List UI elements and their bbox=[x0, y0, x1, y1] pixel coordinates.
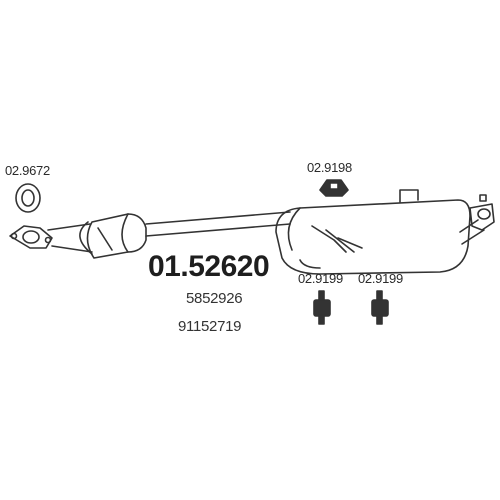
front-pipe bbox=[47, 221, 93, 255]
gasket-part-number: 02.9672 bbox=[5, 163, 50, 178]
rear-silencer bbox=[275, 189, 471, 275]
inlet-flange bbox=[9, 225, 53, 249]
tail-pipe bbox=[459, 194, 495, 245]
hanger-right-part-number: 02.9199 bbox=[358, 271, 403, 286]
oe-number-2: 91152719 bbox=[178, 318, 242, 335]
hanger-left bbox=[313, 290, 331, 325]
hanger-top bbox=[319, 179, 349, 197]
main-part-number: 01.52620 bbox=[148, 250, 270, 283]
hanger-right bbox=[371, 290, 389, 325]
oe-number-1: 5852926 bbox=[186, 290, 243, 307]
middle-pipe bbox=[145, 211, 291, 237]
front-silencer bbox=[86, 213, 147, 259]
gasket-ring bbox=[15, 183, 41, 213]
hanger-left-part-number: 02.9199 bbox=[298, 271, 343, 286]
hanger-top-part-number: 02.9198 bbox=[307, 160, 352, 175]
